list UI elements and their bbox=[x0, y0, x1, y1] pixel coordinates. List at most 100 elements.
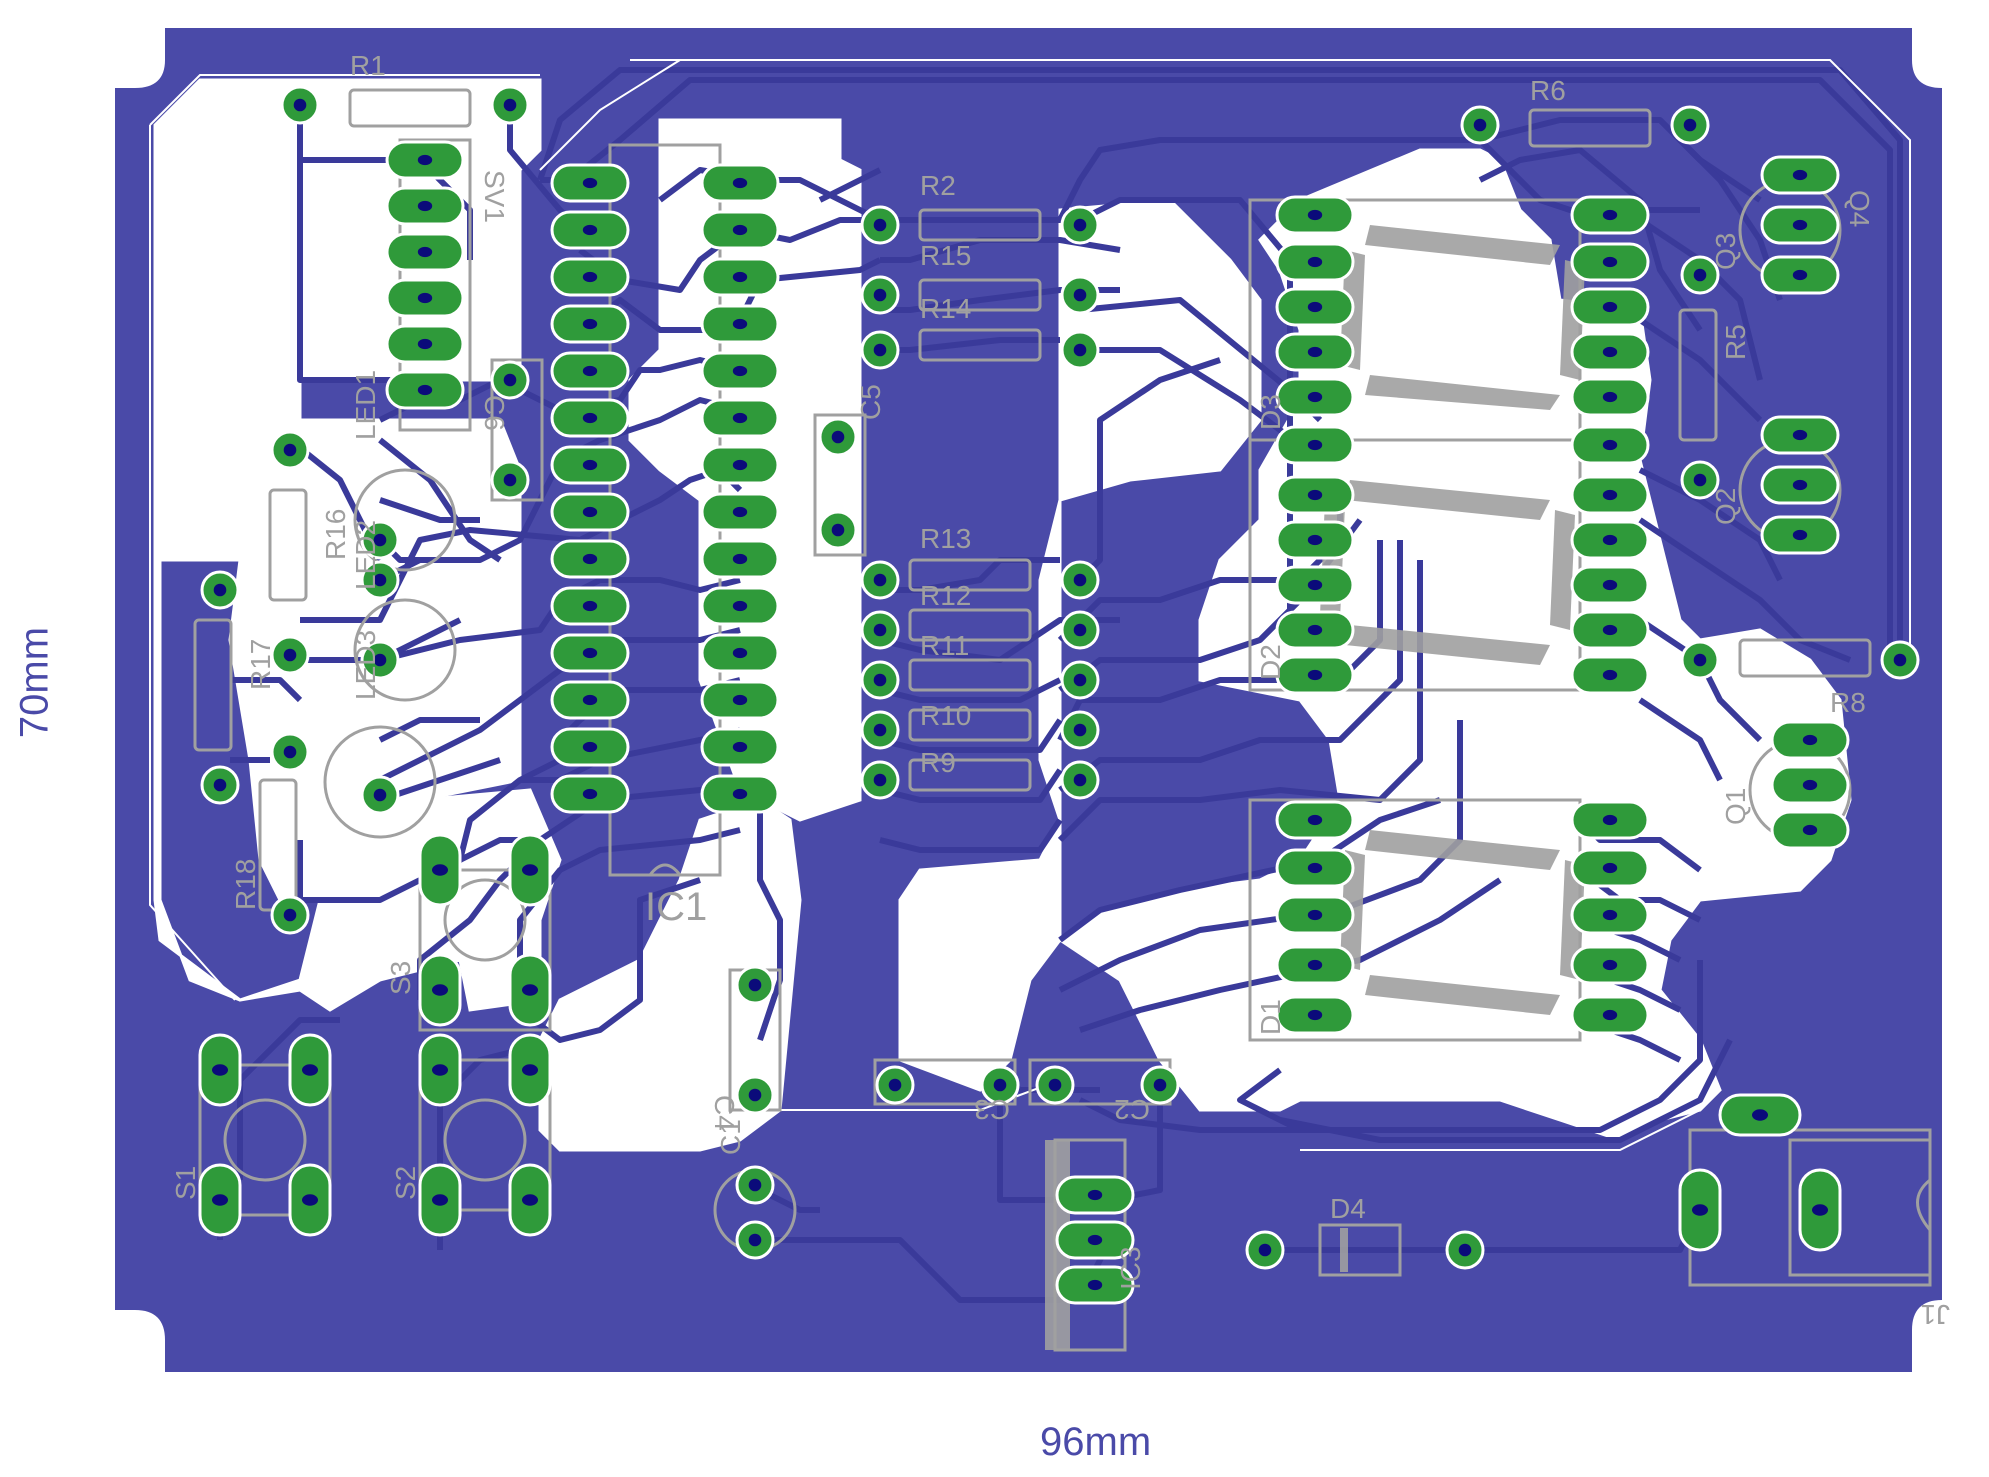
ic1-pad-right-drill bbox=[732, 224, 748, 236]
ic1-pad-right-drill bbox=[732, 459, 748, 471]
label-q1: Q1 bbox=[1720, 788, 1751, 825]
label-c1: C1 bbox=[715, 1119, 746, 1155]
display-pad-right-drill bbox=[1602, 534, 1618, 546]
display-pad-left-drill bbox=[1307, 391, 1323, 403]
via-pad-drill bbox=[283, 443, 297, 457]
via-pad-drill bbox=[213, 583, 227, 597]
display-pad-left-drill bbox=[1307, 579, 1323, 591]
label-led2: LED2 bbox=[350, 520, 381, 590]
label-ic1: IC1 bbox=[645, 885, 707, 929]
display-pad-right-drill bbox=[1602, 209, 1618, 221]
display-pad-left-drill bbox=[1307, 959, 1323, 971]
r8-body bbox=[1738, 638, 1872, 678]
display-pad-left-drill bbox=[1307, 909, 1323, 921]
via-pad-drill bbox=[1073, 288, 1087, 302]
label-d4: D4 bbox=[1330, 1193, 1366, 1224]
j1-pad-top-drill bbox=[1752, 1109, 1768, 1121]
sv1-pad-drill bbox=[417, 154, 433, 166]
r2-body bbox=[918, 208, 1042, 242]
switch-pad-drill bbox=[302, 1064, 318, 1076]
d4-outline bbox=[1318, 1223, 1402, 1277]
label-r18: R18 bbox=[230, 859, 261, 910]
label-q3: Q3 bbox=[1710, 233, 1741, 270]
via-pad-drill bbox=[993, 1078, 1007, 1092]
label-r6: R6 bbox=[1530, 75, 1566, 106]
label-r12: R12 bbox=[920, 580, 971, 611]
ic1-pad-left-drill bbox=[582, 412, 598, 424]
switch-pad-drill bbox=[432, 1194, 448, 1206]
trace-outlines bbox=[149, 59, 1911, 1151]
via-pad-drill bbox=[831, 523, 845, 537]
sv1-pad-drill bbox=[417, 200, 433, 212]
label-r15: R15 bbox=[920, 240, 971, 271]
s3-outline bbox=[418, 868, 552, 1032]
via-pad-drill bbox=[503, 473, 517, 487]
led1-ring bbox=[353, 468, 457, 572]
ic1-pad-right-drill bbox=[732, 365, 748, 377]
ic1-pad-right-drill bbox=[732, 600, 748, 612]
s2-outline bbox=[418, 1058, 552, 1212]
label-d3: D3 bbox=[1255, 394, 1286, 430]
q2-pad-drill bbox=[1792, 429, 1808, 441]
display-pad-right-drill bbox=[1602, 862, 1618, 874]
ic1-pad-left-drill bbox=[582, 271, 598, 283]
ic3-pad-drill bbox=[1087, 1189, 1103, 1201]
via-pad-drill bbox=[503, 373, 517, 387]
switch-pad-drill bbox=[432, 1064, 448, 1076]
ic1-pad-right-drill bbox=[732, 788, 748, 800]
label-r17: R17 bbox=[245, 639, 276, 690]
ic1-pad-right-drill bbox=[732, 506, 748, 518]
c6-outline bbox=[490, 358, 544, 502]
via-pad-drill bbox=[293, 98, 307, 112]
j1-inner bbox=[1788, 1138, 1932, 1277]
label-c2: C2 bbox=[1114, 1094, 1150, 1125]
via-pad-drill bbox=[748, 978, 762, 992]
switch-pad-drill bbox=[522, 1194, 538, 1206]
via-pad-drill bbox=[1073, 673, 1087, 687]
switch-pad-drill bbox=[522, 984, 538, 996]
r16-body bbox=[268, 488, 308, 602]
via-pad-drill bbox=[1073, 343, 1087, 357]
led3-ring bbox=[323, 725, 437, 839]
via-pad-drill bbox=[873, 573, 887, 587]
via-pad-drill bbox=[1073, 218, 1087, 232]
via-pad-drill bbox=[373, 573, 387, 587]
display-pad-left-drill bbox=[1307, 624, 1323, 636]
via-pad-drill bbox=[873, 288, 887, 302]
ic1-pad-left-drill bbox=[582, 600, 598, 612]
via-pad-drill bbox=[1048, 1078, 1062, 1092]
r5-body bbox=[1678, 308, 1718, 442]
label-s1: S1 bbox=[170, 1166, 201, 1200]
label-c3: C3 bbox=[974, 1094, 1010, 1125]
via-pad-drill bbox=[888, 1078, 902, 1092]
ic1-pad-right-drill bbox=[732, 318, 748, 330]
q1-pad-drill bbox=[1802, 734, 1818, 746]
display-pad-left-drill bbox=[1307, 346, 1323, 358]
via-pad-drill bbox=[1683, 118, 1697, 132]
label-led1: LED1 bbox=[350, 370, 381, 440]
via-pad-drill bbox=[748, 1233, 762, 1247]
via-pad-drill bbox=[373, 788, 387, 802]
display-pad-left-drill bbox=[1307, 301, 1323, 313]
via-pad-drill bbox=[1073, 623, 1087, 637]
r17-body bbox=[193, 618, 233, 752]
r15-body bbox=[918, 278, 1042, 312]
c5-outline bbox=[813, 413, 867, 557]
s2-button bbox=[443, 1098, 527, 1182]
j1-pad-right-drill bbox=[1812, 1204, 1828, 1216]
display-pad-left-drill bbox=[1307, 256, 1323, 268]
board-width-dimension: 96mm bbox=[1040, 1420, 1152, 1464]
s3-button bbox=[443, 878, 527, 962]
label-r14: R14 bbox=[920, 293, 971, 324]
sv1-pad-drill bbox=[417, 384, 433, 396]
via-pad-drill bbox=[213, 778, 227, 792]
label-led3: LED3 bbox=[350, 630, 381, 700]
q2-pad-drill bbox=[1792, 479, 1808, 491]
switch-pad-drill bbox=[212, 1194, 228, 1206]
pads bbox=[198, 85, 1920, 1305]
r11-body bbox=[908, 658, 1032, 692]
ic1-pad-right-drill bbox=[732, 177, 748, 189]
label-r16: R16 bbox=[320, 509, 351, 560]
display-pad-right-drill bbox=[1602, 624, 1618, 636]
r6-body bbox=[1528, 108, 1652, 148]
